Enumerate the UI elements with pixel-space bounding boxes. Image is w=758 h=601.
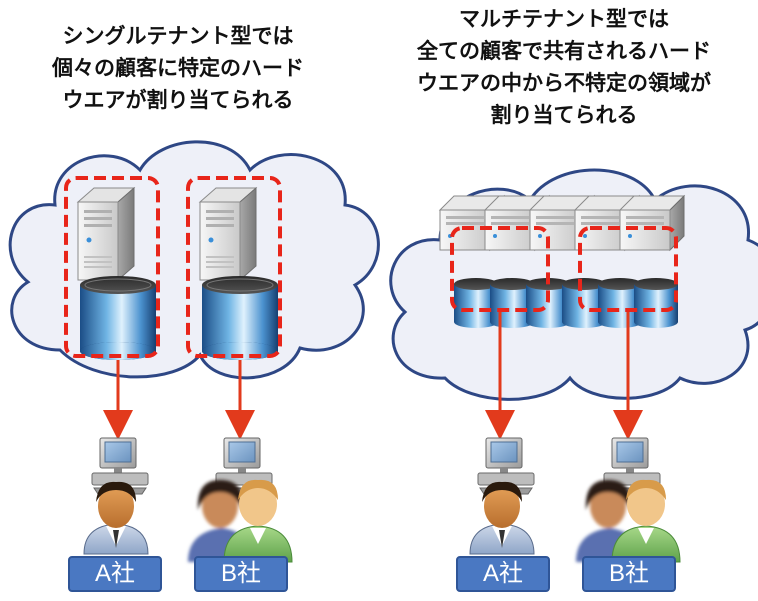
people-icon [188, 480, 292, 562]
single-tenant-caption: シングルテナント型では 個々の顧客に特定のハード ウエアが割り当てられる [52, 24, 304, 112]
database-icon [79, 275, 157, 361]
tenant-label-a-left: A社 [68, 556, 162, 592]
tenant-label-b-right: B社 [582, 556, 676, 592]
multi-tenant-panel [389, 168, 758, 562]
shared-allocation-highlight-b [578, 226, 678, 312]
single-tenant-panel [8, 140, 380, 562]
people-icon [576, 480, 680, 562]
database-icon [201, 275, 279, 361]
tenant-label-b-left: B社 [194, 556, 288, 592]
server-icon [77, 187, 135, 281]
shared-allocation-highlight-a [450, 226, 550, 312]
dedicated-allocation-highlight-b [186, 176, 282, 358]
server-icon [199, 187, 257, 281]
dedicated-allocation-highlight-a [64, 176, 160, 358]
database-icon [634, 278, 678, 328]
tenant-label-a-right: A社 [456, 556, 550, 592]
multi-tenant-caption: マルチテナント型では 全ての顧客で共有されるハード ウエアの中から不特定の領域が… [417, 7, 711, 127]
